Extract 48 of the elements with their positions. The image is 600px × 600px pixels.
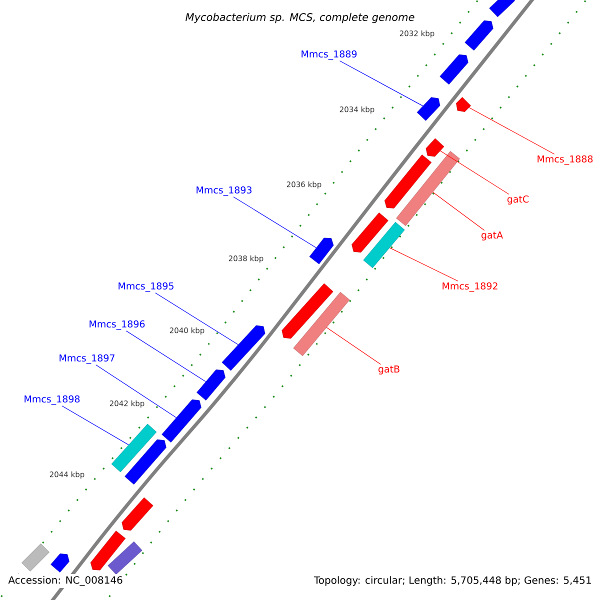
leader-line <box>468 107 555 154</box>
gene-block <box>111 424 157 472</box>
gene-block <box>440 54 468 85</box>
leader-line <box>432 192 485 231</box>
gene-block <box>352 212 388 253</box>
info-text: Topology: circular; Length: 5,705,448 bp; Genes: 5,451 <box>312 574 594 588</box>
gene-block <box>416 97 440 121</box>
gene-block <box>489 0 515 18</box>
gene-block <box>384 154 432 208</box>
gene-block <box>108 541 142 575</box>
gene-label: Mmcs_1897 <box>60 354 114 364</box>
gene-block <box>50 554 70 572</box>
leader-line <box>155 292 238 345</box>
gene-block <box>90 530 126 570</box>
gene-label: Mmcs_1892 <box>442 282 498 292</box>
gene-label: Mmcs_1895 <box>118 282 174 292</box>
leader-line <box>339 60 424 106</box>
gene-label: Mmcs_1898 <box>24 395 80 405</box>
gene-label: Mmcs_1896 <box>90 320 145 330</box>
gene-block <box>456 97 471 112</box>
gene-block <box>196 370 226 400</box>
leader-line <box>96 364 177 418</box>
gene-block <box>293 292 350 356</box>
gene-label: gatA <box>481 232 503 240</box>
gene-block <box>162 399 202 443</box>
leader-line <box>389 248 458 282</box>
gene-block <box>124 439 166 485</box>
gene-label: gatB <box>378 366 400 374</box>
leader-line <box>326 327 382 365</box>
gene-block <box>464 20 494 51</box>
gene-label: Mmcs_1888 <box>538 155 593 165</box>
leader-line <box>440 150 510 195</box>
gene-block <box>309 238 334 264</box>
gene-block <box>222 325 266 371</box>
info-text: Accession: NC_008146 <box>6 574 125 588</box>
gene-label: Mmcs_1893 <box>196 186 252 196</box>
gene-label: gatC <box>507 195 529 205</box>
gene-block <box>122 497 154 531</box>
gene-block <box>426 138 444 157</box>
title: Mycobacterium sp. MCS, complete genome <box>186 12 414 24</box>
gene-block <box>22 544 50 572</box>
leader-line <box>126 330 206 382</box>
gene-block <box>363 222 405 268</box>
leader-line <box>62 406 129 446</box>
leader-line <box>233 196 316 248</box>
gene-block <box>396 151 460 226</box>
gene-label: Mmcs_1889 <box>302 50 357 60</box>
gene-block <box>282 283 334 339</box>
